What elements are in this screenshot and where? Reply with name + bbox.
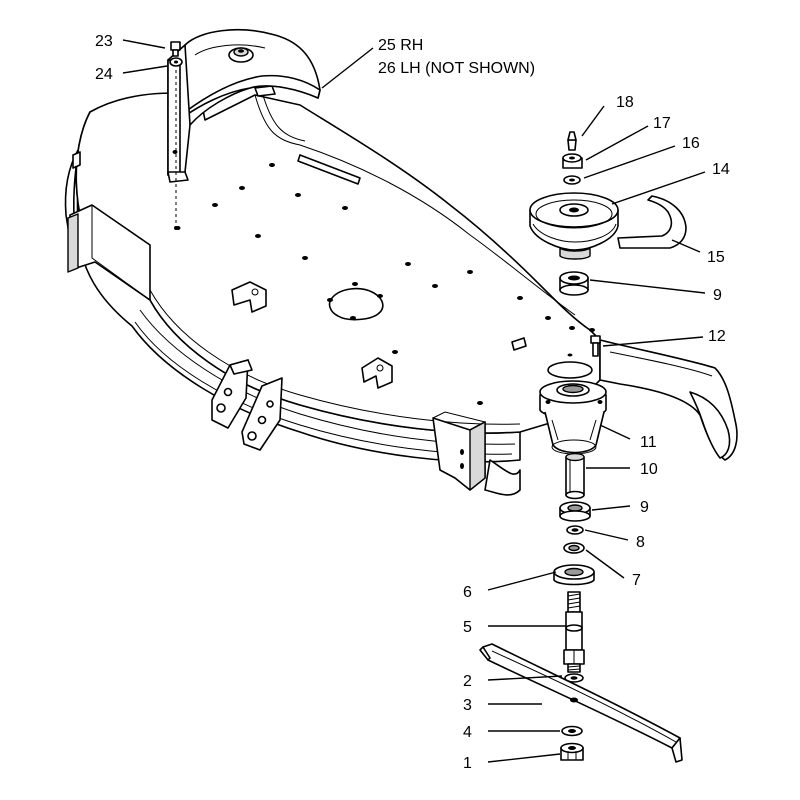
nut-1	[560, 742, 584, 761]
callout-11: 11	[640, 434, 657, 451]
callout-26-lh: 26 LH (NOT SHOWN)	[378, 60, 535, 77]
callout-4: 4	[463, 724, 472, 741]
callout-9-lower: 9	[640, 499, 649, 516]
callout-7: 7	[632, 572, 641, 589]
callout-16: 16	[682, 135, 700, 152]
callout-14: 14	[712, 161, 730, 178]
callout-24: 24	[95, 66, 113, 83]
blade-3	[479, 643, 683, 763]
callout-1: 1	[463, 755, 472, 772]
seal-7	[563, 542, 585, 554]
spindle-assembly	[539, 335, 607, 683]
belt-cover-25-rh	[167, 29, 321, 183]
belt-guard-15	[617, 195, 687, 249]
callout-17: 17	[653, 115, 671, 132]
mower-deck-shell	[64, 85, 738, 463]
retaining-ring-8	[566, 525, 584, 535]
callout-6: 6	[463, 584, 472, 601]
callout-8: 8	[636, 534, 645, 551]
washer-16	[563, 175, 581, 185]
dust-cap-6	[553, 564, 595, 586]
bolt-12	[590, 335, 601, 357]
callout-3: 3	[463, 697, 472, 714]
bearing-9-lower	[559, 501, 591, 522]
leader-lines	[122, 39, 706, 763]
washer-4	[561, 725, 583, 737]
bearing-9-upper	[559, 271, 589, 296]
callout-2: 2	[463, 673, 472, 690]
spindle-housing-11	[539, 380, 607, 455]
deck-mounting-holes	[175, 163, 595, 405]
washer-24	[169, 57, 183, 67]
front-hitch-plates	[211, 359, 283, 451]
rear-right-bracket	[432, 411, 521, 496]
grease-fitting-18	[567, 131, 577, 151]
callout-12: 12	[708, 328, 726, 345]
spacer-10	[565, 452, 585, 500]
callout-labels: 23 24 25 RH 26 LH (NOT SHOWN) 18 17 16 1…	[95, 33, 730, 772]
callout-23: 23	[95, 33, 113, 50]
pulley-14	[529, 192, 619, 260]
callout-9-upper: 9	[713, 287, 722, 304]
deck-brackets	[231, 281, 527, 389]
spindle-shaft-5	[563, 591, 585, 673]
callout-25-rh: 25 RH	[378, 37, 423, 54]
callout-10: 10	[640, 461, 658, 478]
callout-15: 15	[707, 249, 725, 266]
callout-18: 18	[616, 94, 634, 111]
pulley-assembly	[529, 131, 687, 296]
callout-5: 5	[463, 619, 472, 636]
bolt-23	[170, 41, 181, 57]
nut-17	[562, 153, 583, 169]
deck-center-cutout	[327, 282, 384, 321]
